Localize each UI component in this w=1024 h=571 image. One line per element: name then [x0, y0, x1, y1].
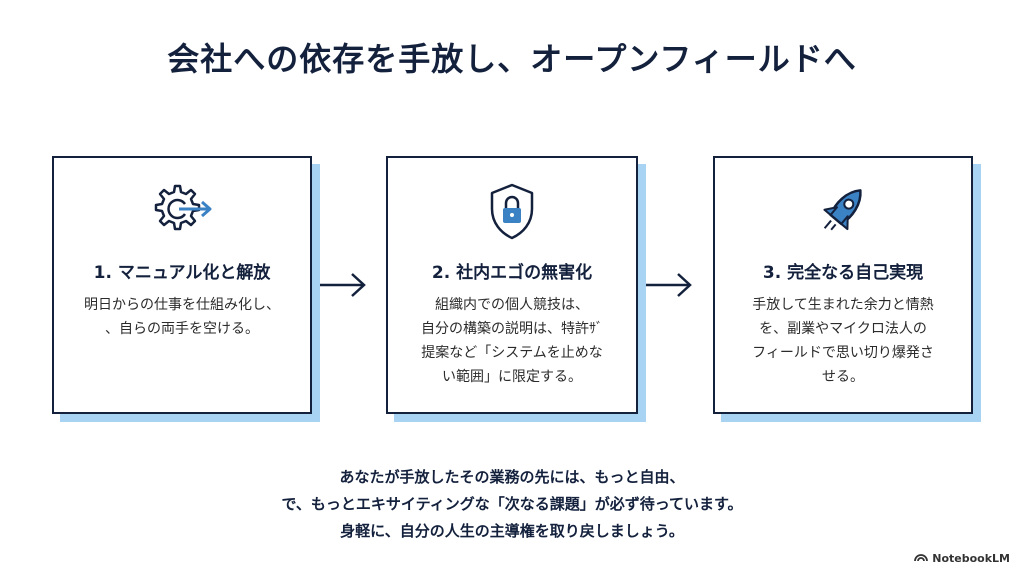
card-body-line: 、自らの両手を空ける。 — [105, 321, 259, 337]
card-body: 手放して生まれた余力と情熱 を、副業やマイクロ法人の フィールドで思い切り爆発さ… — [733, 293, 953, 389]
brand-watermark: NotebookLM — [914, 552, 1010, 565]
card-title: 2. 社内エゴの無害化 — [431, 263, 593, 283]
card-title: 1. マニュアル化と解放 — [93, 263, 271, 283]
shield-lock-icon — [486, 180, 538, 242]
step-card-2: 2. 社内エゴの無害化 組織内での個人競技は、 自分の構築の説明は、特許ｻﾞ 提… — [386, 156, 646, 422]
gear-arrow-icon — [147, 180, 217, 242]
brand-label: NotebookLM — [932, 552, 1010, 565]
step-card-3: 3. 完全なる自己実現 手放して生まれた余力と情熱 を、副業やマイクロ法人の フ… — [713, 156, 981, 422]
card-body-line: せる。 — [822, 369, 864, 385]
card-title: 3. 完全なる自己実現 — [762, 263, 924, 283]
arrow-right-icon — [644, 270, 694, 304]
card-body-line: 提案など「システムを止めな — [421, 345, 603, 361]
rocket-icon — [813, 180, 873, 242]
card-body-line: 組織内での個人競技は、 — [435, 297, 589, 313]
closing-line: 身軽に、自分の人生の主導権を取り戻しましょう。 — [340, 522, 684, 540]
card-body: 明日からの仕事を仕組み化し、 、自らの両手を空ける。 — [72, 293, 292, 341]
closing-message: あなたが手放したその業務の先には、もっと自由、 で、もっとエキサイティングな「次… — [0, 464, 1024, 545]
card-body-line: い範囲」に限定する。 — [442, 369, 582, 385]
closing-line: あなたが手放したその業務の先には、もっと自由、 — [339, 468, 685, 486]
step-card-1: 1. マニュアル化と解放 明日からの仕事を仕組み化し、 、自らの両手を空ける。 — [52, 156, 320, 422]
card-body-line: を、副業やマイクロ法人の — [759, 321, 927, 337]
card-body-line: 自分の構築の説明は、特許ｻﾞ — [421, 321, 603, 337]
card-body: 組織内での個人競技は、 自分の構築の説明は、特許ｻﾞ 提案など「システムを止めな… — [402, 293, 622, 389]
card-body-line: フィールドで思い切り爆発さ — [752, 345, 934, 361]
card-body-line: 手放して生まれた余力と情熱 — [752, 297, 934, 313]
closing-line: で、もっとエキサイティングな「次なる課題」が必ず待っています。 — [281, 495, 743, 513]
page-title: 会社への依存を手放し、オープンフィールドへ — [167, 40, 857, 78]
card-body-line: 明日からの仕事を仕組み化し、 — [84, 297, 280, 313]
notebooklm-logo-icon — [914, 552, 929, 565]
arrow-right-icon — [318, 270, 368, 304]
